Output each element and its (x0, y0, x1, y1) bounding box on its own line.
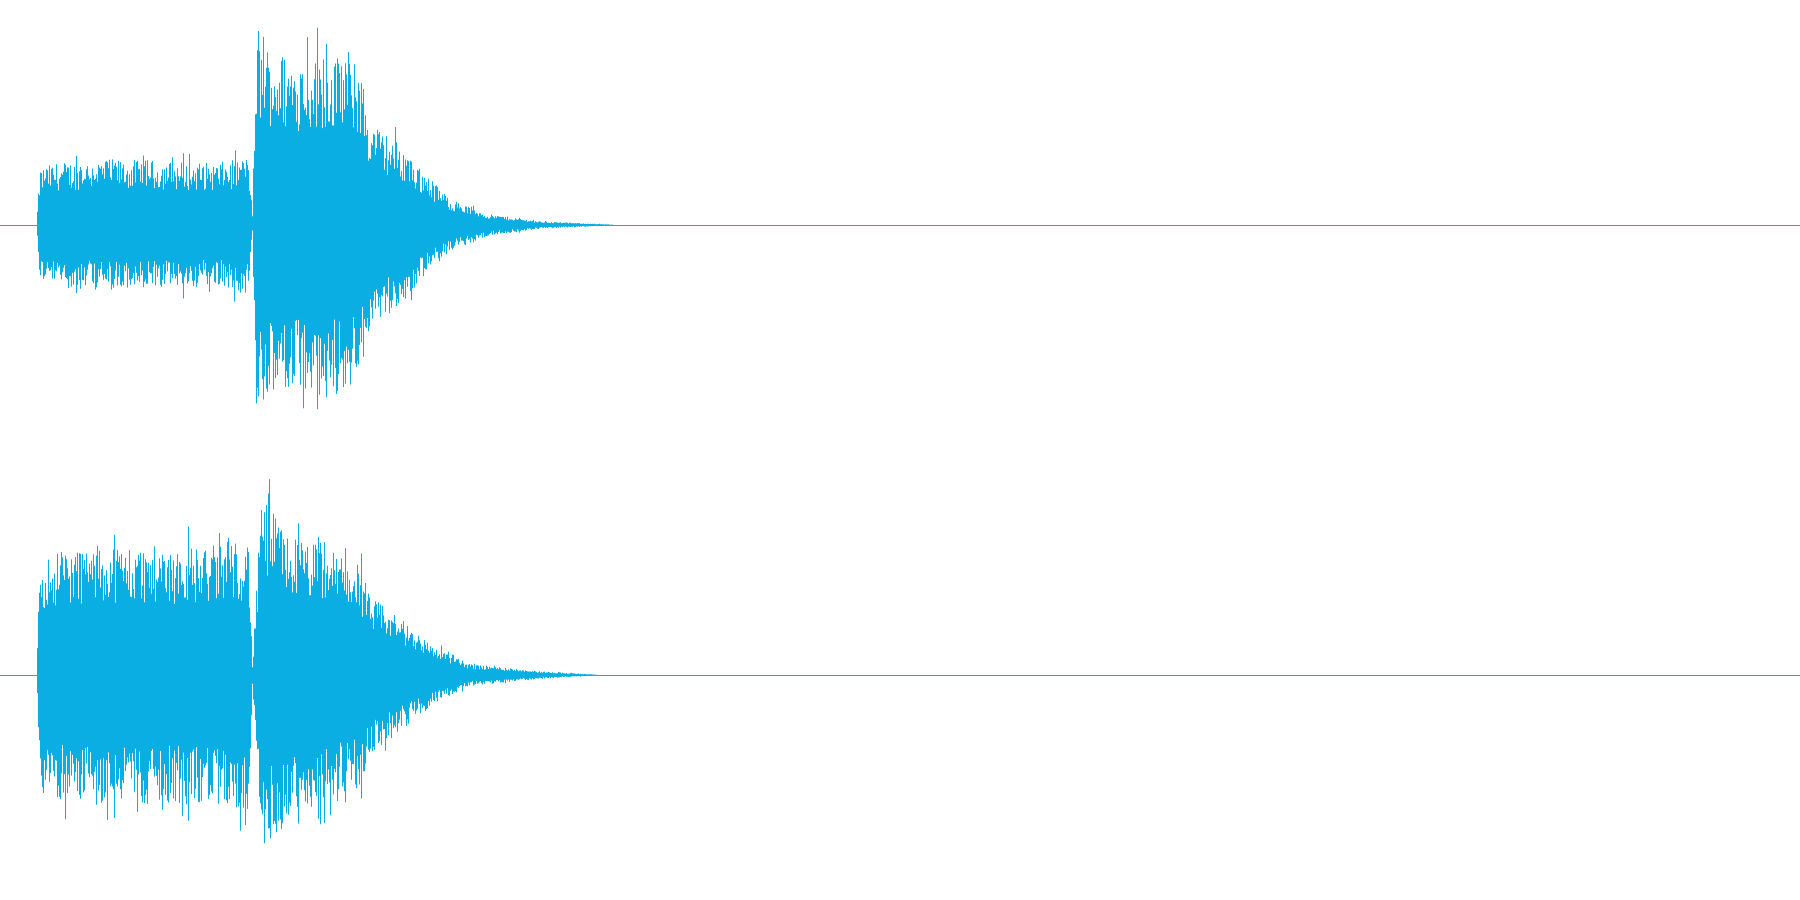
channel-2-waveform (37, 479, 597, 844)
channel-1-waveform (37, 27, 613, 410)
waveform-channel-1[interactable] (0, 27, 1800, 410)
waveform-channel-2[interactable] (0, 479, 1800, 844)
